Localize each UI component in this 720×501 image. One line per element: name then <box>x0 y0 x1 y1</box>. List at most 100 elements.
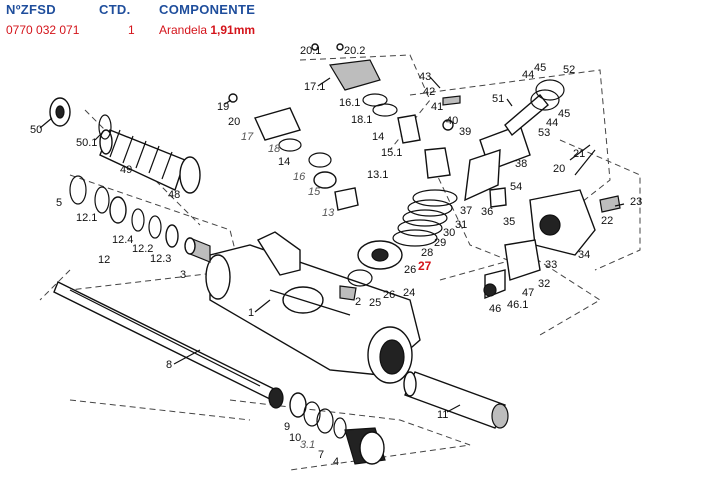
label-14-a: 14 <box>278 156 290 168</box>
row-component: Arandela 1,91mm <box>159 23 255 37</box>
label-53: 53 <box>538 127 550 139</box>
label-11: 11 <box>437 409 448 421</box>
label-27-highlighted: 27 <box>418 259 432 273</box>
label-46-1: 46.1 <box>507 299 528 311</box>
label-24: 24 <box>403 287 415 299</box>
label-13-1: 13.1 <box>367 169 388 181</box>
rack-shaft <box>53 281 284 409</box>
label-17: 17 <box>241 131 254 143</box>
label-26-a: 26 <box>383 289 395 301</box>
label-19: 19 <box>217 101 229 113</box>
label-48: 48 <box>168 189 180 201</box>
label-20-2: 20.2 <box>344 45 365 57</box>
label-12-4: 12.4 <box>112 234 133 246</box>
label-33: 33 <box>545 259 557 271</box>
boot-clip <box>98 114 112 140</box>
label-26-b: 26 <box>404 264 416 276</box>
gear-housing <box>483 149 621 300</box>
label-49: 49 <box>120 164 132 176</box>
main-housing <box>205 231 421 384</box>
tube <box>403 371 509 429</box>
label-28: 28 <box>421 247 433 259</box>
label-3-1: 3.1 <box>300 439 315 451</box>
label-13: 13 <box>322 207 335 219</box>
valve-pinion-group <box>442 79 565 202</box>
label-16: 16 <box>293 171 306 183</box>
label-44-a: 44 <box>522 69 534 81</box>
label-18: 18 <box>268 143 281 155</box>
bellows-boot <box>99 129 201 194</box>
label-7: 7 <box>318 449 324 461</box>
label-25: 25 <box>369 297 381 309</box>
label-14-b: 14 <box>372 131 384 143</box>
label-15: 15 <box>308 186 321 198</box>
outline-housing <box>559 139 641 271</box>
row-qty: 1 <box>128 23 135 37</box>
row-code: 0770 032 071 <box>6 23 80 37</box>
label-20-b: 20 <box>553 163 565 175</box>
label-52: 52 <box>563 64 575 76</box>
outline-rings <box>69 174 241 291</box>
label-12-1: 12.1 <box>76 212 97 224</box>
label-2: 2 <box>355 296 361 308</box>
label-47: 47 <box>522 287 534 299</box>
header-qty: CTD. <box>99 2 131 17</box>
outline-piston <box>429 159 521 266</box>
label-35: 35 <box>503 216 515 228</box>
label-22: 22 <box>601 215 613 227</box>
label-41: 41 <box>431 101 443 113</box>
label-34: 34 <box>578 249 590 261</box>
outline-rack-bottom <box>69 399 251 421</box>
label-51: 51 <box>492 93 504 105</box>
piston-ring-stack <box>339 189 458 301</box>
outline-rack-top <box>39 269 71 301</box>
label-12: 12 <box>98 254 110 266</box>
label-10: 10 <box>289 432 301 444</box>
header-component: COMPONENTE <box>159 2 256 17</box>
label-38: 38 <box>515 158 527 170</box>
label-8: 8 <box>166 359 172 371</box>
label-42: 42 <box>423 86 435 98</box>
header-code: NºZFSD <box>6 2 56 17</box>
label-36: 36 <box>481 206 493 218</box>
label-5: 5 <box>56 197 62 209</box>
label-45-a: 45 <box>534 62 546 74</box>
label-29: 29 <box>434 237 446 249</box>
label-12-3: 12.3 <box>150 253 171 265</box>
label-40: 40 <box>446 115 458 127</box>
row-component-name: Arandela <box>159 23 211 37</box>
label-4: 4 <box>333 456 339 468</box>
label-45-b: 45 <box>558 108 570 120</box>
label-31: 31 <box>455 219 467 231</box>
label-16-1: 16.1 <box>339 97 360 109</box>
upper-cover-parts <box>228 43 451 211</box>
outline-gear <box>439 254 601 336</box>
label-18-1: 18.1 <box>351 114 372 126</box>
label-30: 30 <box>443 227 455 239</box>
label-1: 1 <box>248 307 254 319</box>
outline-valve <box>409 69 611 236</box>
callout-labels: 1 2 3 4 5 7 8 9 10 11 12 12.1 12.2 12.3 … <box>30 45 642 468</box>
label-15-1: 15.1 <box>381 147 402 159</box>
row-component-size: 1,91mm <box>210 23 256 37</box>
label-20-a: 20 <box>228 116 240 128</box>
label-39: 39 <box>459 126 471 138</box>
left-rings <box>69 175 211 263</box>
label-3: 3 <box>180 269 186 281</box>
label-32: 32 <box>538 278 550 290</box>
label-12-2: 12.2 <box>132 243 153 255</box>
leader-lines <box>39 76 625 413</box>
label-50: 50 <box>30 124 42 136</box>
label-54: 54 <box>510 181 522 193</box>
label-46: 46 <box>489 303 501 315</box>
label-37: 37 <box>460 205 472 217</box>
label-44-b: 44 <box>546 117 558 129</box>
label-43: 43 <box>419 71 431 83</box>
label-9: 9 <box>284 421 290 433</box>
outline-end-parts <box>229 399 471 471</box>
end-parts <box>289 392 386 465</box>
label-23: 23 <box>630 196 642 208</box>
label-50-1: 50.1 <box>76 137 97 149</box>
label-20-1: 20.1 <box>300 45 321 57</box>
